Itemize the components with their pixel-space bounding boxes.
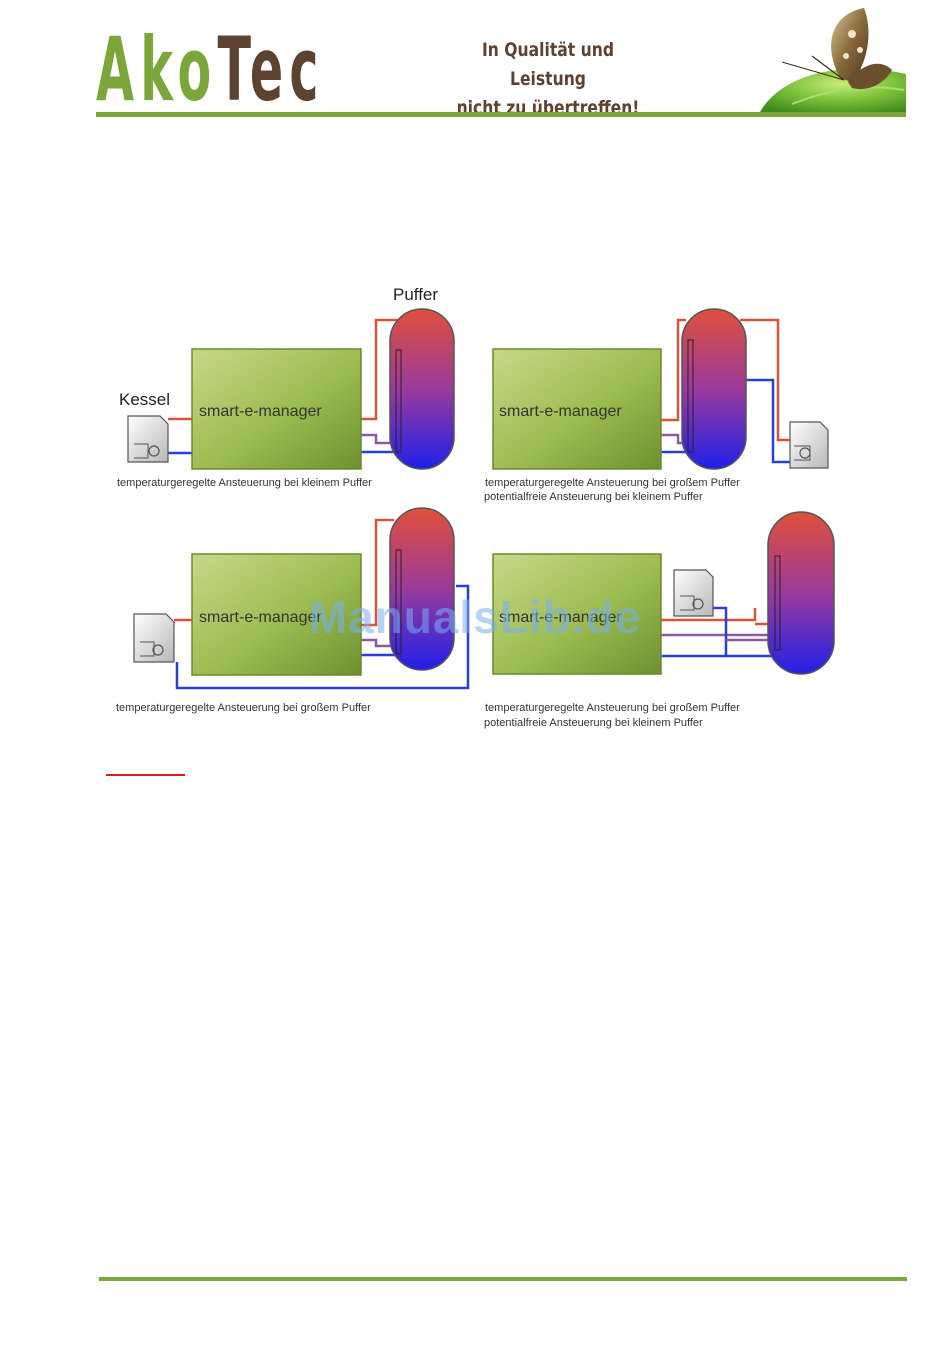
scheme-bottom-left: smart-e-manager temperaturgeregelte Anst… xyxy=(116,507,470,714)
watermark: ManualsLib.de xyxy=(308,591,642,643)
caption-bottom-left: temperaturgeregelte Ansteuerung bei groß… xyxy=(116,702,371,714)
connection-diagram: smart-e-manager Puffer Kessel temperatur… xyxy=(116,285,835,729)
boiler-icon xyxy=(133,613,175,663)
caption-bottom-right-1: temperaturgeregelte Ansteuerung bei groß… xyxy=(485,702,740,714)
smart-e-manager-box xyxy=(492,553,662,675)
scheme-top-left: smart-e-manager Puffer Kessel temperatur… xyxy=(117,285,455,489)
footer-divider xyxy=(99,1277,907,1281)
slogan-line-2: nicht zu übertreffen! xyxy=(456,97,640,119)
kessel-label: Kessel xyxy=(119,390,170,409)
boiler-icon xyxy=(673,569,714,617)
manager-label: smart-e-manager xyxy=(499,403,622,420)
puffer-tank xyxy=(389,308,455,470)
header-divider xyxy=(96,112,906,117)
slogan-line-1: In Qualität und Leistung xyxy=(481,39,615,90)
smart-e-manager-box xyxy=(492,348,662,470)
red-underline xyxy=(106,774,185,776)
caption-top-right-1: temperaturgeregelte Ansteuerung bei groß… xyxy=(485,477,740,489)
logo-part-ako: Ako xyxy=(96,18,218,121)
puffer-tank xyxy=(389,507,455,671)
butterfly-leaf-icon xyxy=(760,8,906,112)
smart-e-manager-box xyxy=(191,553,362,676)
puffer-label: Puffer xyxy=(393,285,438,304)
scheme-top-right: smart-e-manager temperaturgeregelte Anst… xyxy=(484,308,829,503)
caption-top-right-2: potentialfreie Ansteuerung bei kleinem P… xyxy=(484,491,703,503)
puffer-tank xyxy=(767,511,835,675)
manager-label: smart-e-manager xyxy=(199,403,322,420)
manager-label: smart-e-manager xyxy=(199,609,322,626)
boiler-icon xyxy=(789,421,829,469)
smart-e-manager-box xyxy=(191,348,362,470)
puffer-tank xyxy=(681,308,747,470)
scheme-bottom-right: smart-e-manager temperaturgeregelte Anst… xyxy=(484,511,835,729)
logo-part-tec: Tec xyxy=(217,18,325,121)
manager-label: smart-e-manager xyxy=(499,609,622,626)
caption-top-left: temperaturgeregelte Ansteuerung bei klei… xyxy=(117,477,372,489)
caption-bottom-right-2: potentialfreie Ansteuerung bei kleinem P… xyxy=(484,717,703,729)
header-slogan: In Qualität und Leistung nicht zu übertr… xyxy=(450,36,647,123)
kessel-boiler-icon xyxy=(127,415,169,463)
